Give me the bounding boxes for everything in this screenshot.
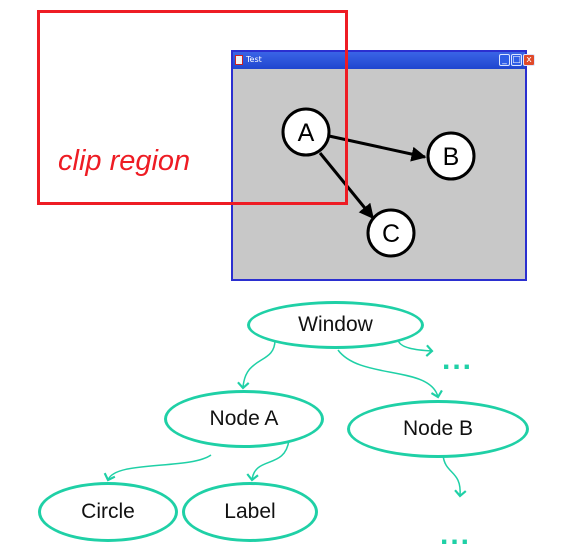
clip-region-rect (37, 10, 348, 205)
window-canvas: A B C (233, 69, 525, 279)
graph-node-c-label: C (382, 220, 400, 248)
tree-node-node-b-label: Node B (402, 417, 474, 440)
app-icon (235, 55, 243, 65)
test-window: Test _ □ x A B C (231, 50, 535, 281)
tree-more-window: ... (442, 343, 474, 376)
tree-node-circle-label: Circle (81, 500, 135, 523)
minimize-button[interactable]: _ (499, 54, 510, 66)
edge-window-node-b (337, 349, 443, 399)
tree-node-circle: Circle (38, 482, 178, 542)
window-titlebar[interactable]: Test _ □ x (233, 52, 535, 69)
edge-window-node-a (237, 339, 276, 390)
edge-node-b-more (442, 454, 467, 498)
graph-node-a: A (281, 107, 331, 157)
tree-node-node-a: Node A (164, 390, 324, 448)
tree-node-label-label: Label (224, 500, 276, 523)
tree-more-node-b: ... (440, 518, 472, 551)
tree-node-window-label: Window (298, 313, 373, 336)
tree-node-window: Window (247, 301, 424, 349)
graph-canvas: A B C (281, 107, 476, 258)
graph-node-b-label: B (443, 143, 460, 171)
graph-node-a-label: A (298, 119, 315, 147)
tree-node-node-b: Node B (347, 400, 529, 458)
graph-node-b: B (426, 131, 476, 181)
tree-node-label: Label (182, 482, 318, 542)
window-title: Test (246, 55, 262, 64)
clip-region-label: clip region (58, 145, 191, 177)
tree-node-node-a-label: Node A (209, 407, 279, 430)
close-button[interactable]: x (523, 54, 535, 66)
edge-node-a-circle (103, 454, 212, 482)
maximize-button[interactable]: □ (511, 54, 522, 66)
graph-node-c: C (366, 208, 416, 258)
edge-window-more (397, 339, 434, 357)
edge-node-a-label (246, 439, 290, 482)
